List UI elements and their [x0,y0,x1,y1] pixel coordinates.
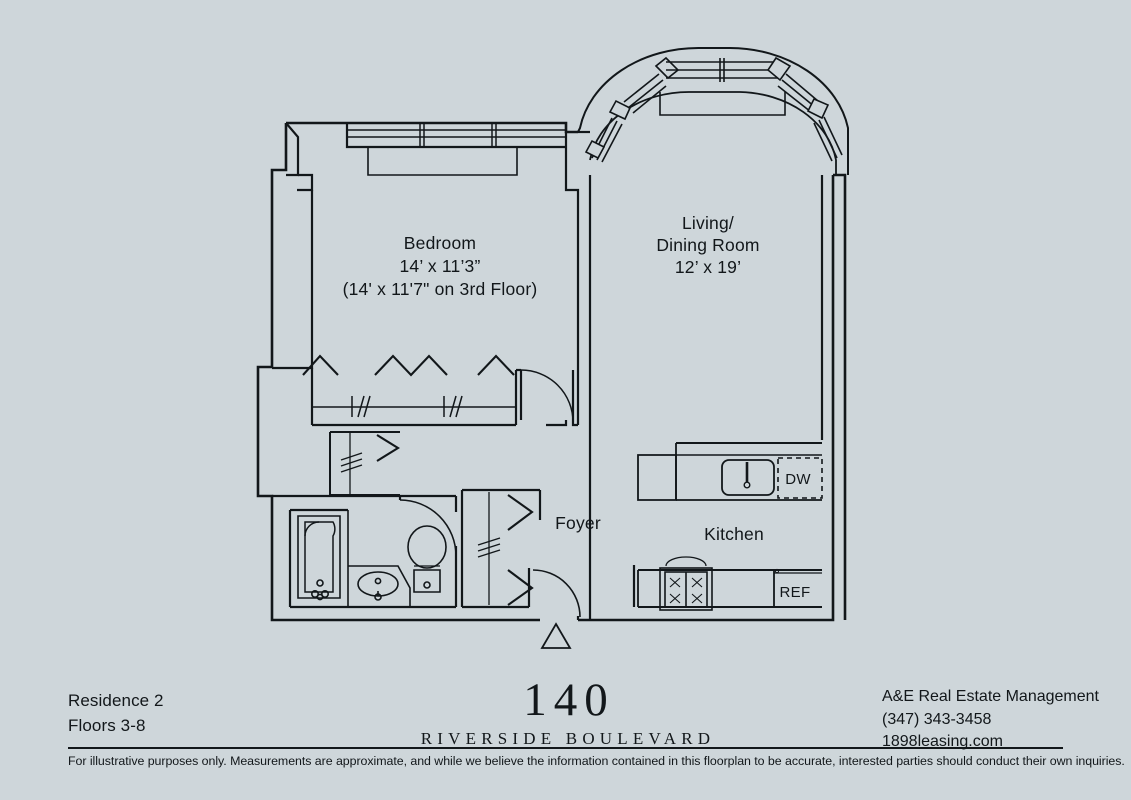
bathroom-walls [272,494,458,609]
room-labels: Bedroom 14’ x 11’3” (14' x 11'7" on 3rd … [343,213,811,601]
kitchen [632,442,823,611]
hall-closet [329,431,400,496]
living-dining-walls [578,130,824,620]
floorplan-drawing: Bedroom 14’ x 11’3” (14' x 11'7" on 3rd … [256,46,849,649]
bathtub [297,515,341,601]
floorplan-svg: Bedroom 14’ x 11’3” (14' x 11'7" on 3rd … [256,46,849,649]
bedroom-label-line1: Bedroom [404,233,476,253]
contact-website[interactable]: 1898leasing.com [881,733,1003,750]
bedroom-windows [345,123,566,176]
dishwasher [777,457,823,499]
bedroom-closet [302,354,523,425]
bay-window [577,46,849,175]
refrigerator-label: REF [780,584,811,601]
kitchen-sink [721,459,775,496]
contact-info: A&E Real Estate Management (347) 343-345… [882,686,1099,754]
kitchen-label: Kitchen [704,524,764,544]
floors-range: Floors 3-8 [68,716,146,735]
refrigerator [773,568,822,607]
building-number: 140 [523,674,615,726]
bathroom-door [398,496,457,557]
bedroom-label-line3: (14' x 11'7" on 3rd Floor) [343,279,538,299]
building-street: RIVERSIDE BOULEVARD [420,729,716,748]
foyer-closets [460,488,542,609]
contact-phone[interactable]: (347) 343-3458 [881,710,992,728]
foyer-label: Foyer [555,513,601,533]
footer-columns: Residence 2 Floors 3-8 140 RIVERSIDE BOU… [0,660,1131,750]
bedroom-walls [272,122,580,427]
range [659,556,713,611]
toilet [407,525,447,593]
bathroom-vanity [348,565,411,607]
management-company: A&E Real Estate Management [881,688,1099,705]
bedroom-label-line2: 14’ x 11’3” [400,256,481,276]
residence-number: Residence 2 [68,691,164,710]
living-label-line2: Dining Room [656,235,759,255]
footer-divider [68,747,1063,749]
building-brand: 140 RIVERSIDE BOULEVARD [0,674,1131,750]
residence-info: Residence 2 Floors 3-8 [68,688,164,738]
exterior-walls [256,121,847,622]
entry-door [527,568,581,649]
dishwasher-label: DW [785,471,811,488]
living-label-line3: 12’ x 19’ [675,257,741,277]
disclaimer-text: For illustrative purposes only. Measurem… [68,754,1125,768]
footer: Residence 2 Floors 3-8 140 RIVERSIDE BOU… [0,660,1131,800]
living-label-line1: Living/ [682,213,734,233]
bedroom-door [520,369,578,427]
